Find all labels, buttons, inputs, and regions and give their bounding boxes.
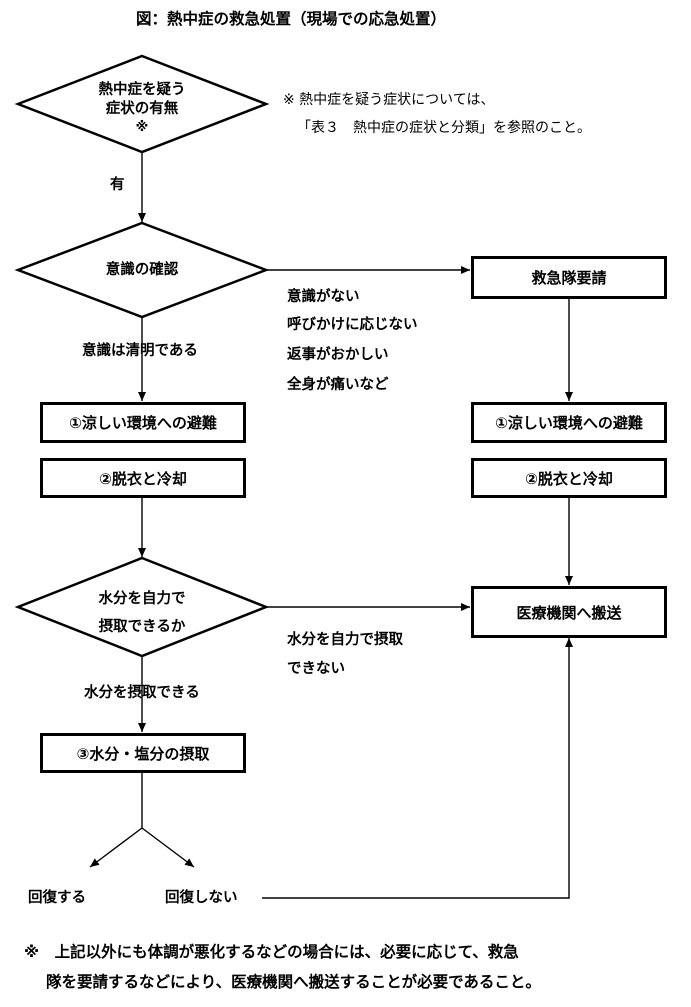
- outcome-recover: 回復する: [28, 890, 86, 906]
- arrow-not-recover-to-hospital: [262, 638, 573, 899]
- box-cool-place-right: ①涼しい環境への避難: [471, 402, 667, 443]
- box-undress-right: ②脱衣と冷却: [471, 458, 667, 498]
- decision-hydration-line2: 摂取できるか: [98, 619, 186, 635]
- decision-hydration-line1: 水分を自力で: [98, 591, 186, 607]
- edge-label-not-conscious-1: 意識がない: [287, 289, 360, 305]
- arrow-split-recover: [89, 827, 143, 868]
- page-title: 図：熱中症の救急処置（現場での応急処置）: [136, 10, 447, 28]
- arrow-split-not-recover: [141, 827, 195, 868]
- edge-label-not-conscious-2: 呼びかけに応じない: [287, 317, 418, 333]
- edge-label-yes: 有: [110, 177, 125, 193]
- box-hospital: 医療機関へ搬送: [471, 586, 667, 638]
- decision-symptoms-line1: 熱中症を疑う: [98, 82, 186, 98]
- box-cool-place-left: ①涼しい環境への避難: [40, 402, 246, 443]
- symptoms-note-line1: ※ 熱中症を疑う症状については、: [283, 92, 495, 108]
- box-water-salt: ③水分・塩分の摂取: [40, 733, 246, 773]
- edge-label-not-conscious-4: 全身が痛いなど: [287, 377, 389, 393]
- decision-symptoms-mark: ※: [135, 120, 149, 135]
- decision-hydration-shape: [14, 556, 270, 658]
- edge-label-cannot-drink-1: 水分を自力で摂取: [287, 632, 403, 648]
- decision-symptoms-line2: 症状の有無: [105, 101, 179, 117]
- footnote-line1: ※ 上記以外にも体調が悪化するなどの場合には、必要に応じて、救急: [24, 943, 519, 961]
- edge-label-cannot-drink-2: できない: [287, 661, 345, 677]
- outcome-not-recover: 回復しない: [165, 890, 238, 906]
- box-ambulance: 救急隊要請: [471, 256, 667, 299]
- symptoms-note-line2: 「表３ 熱中症の症状と分類」を参照のこと。: [297, 120, 591, 136]
- box-undress-left: ②脱衣と冷却: [40, 458, 246, 498]
- edge-label-conscious-clear: 意識は清明である: [82, 343, 198, 359]
- edge-label-not-conscious-3: 返事がおかしい: [287, 347, 389, 363]
- decision-consciousness-label: 意識の確認: [105, 262, 179, 278]
- edge-label-can-drink: 水分を摂取できる: [84, 685, 200, 701]
- footnote-line2: 隊を要請するなどにより、医療機関へ搬送することが必要であること。: [46, 973, 541, 991]
